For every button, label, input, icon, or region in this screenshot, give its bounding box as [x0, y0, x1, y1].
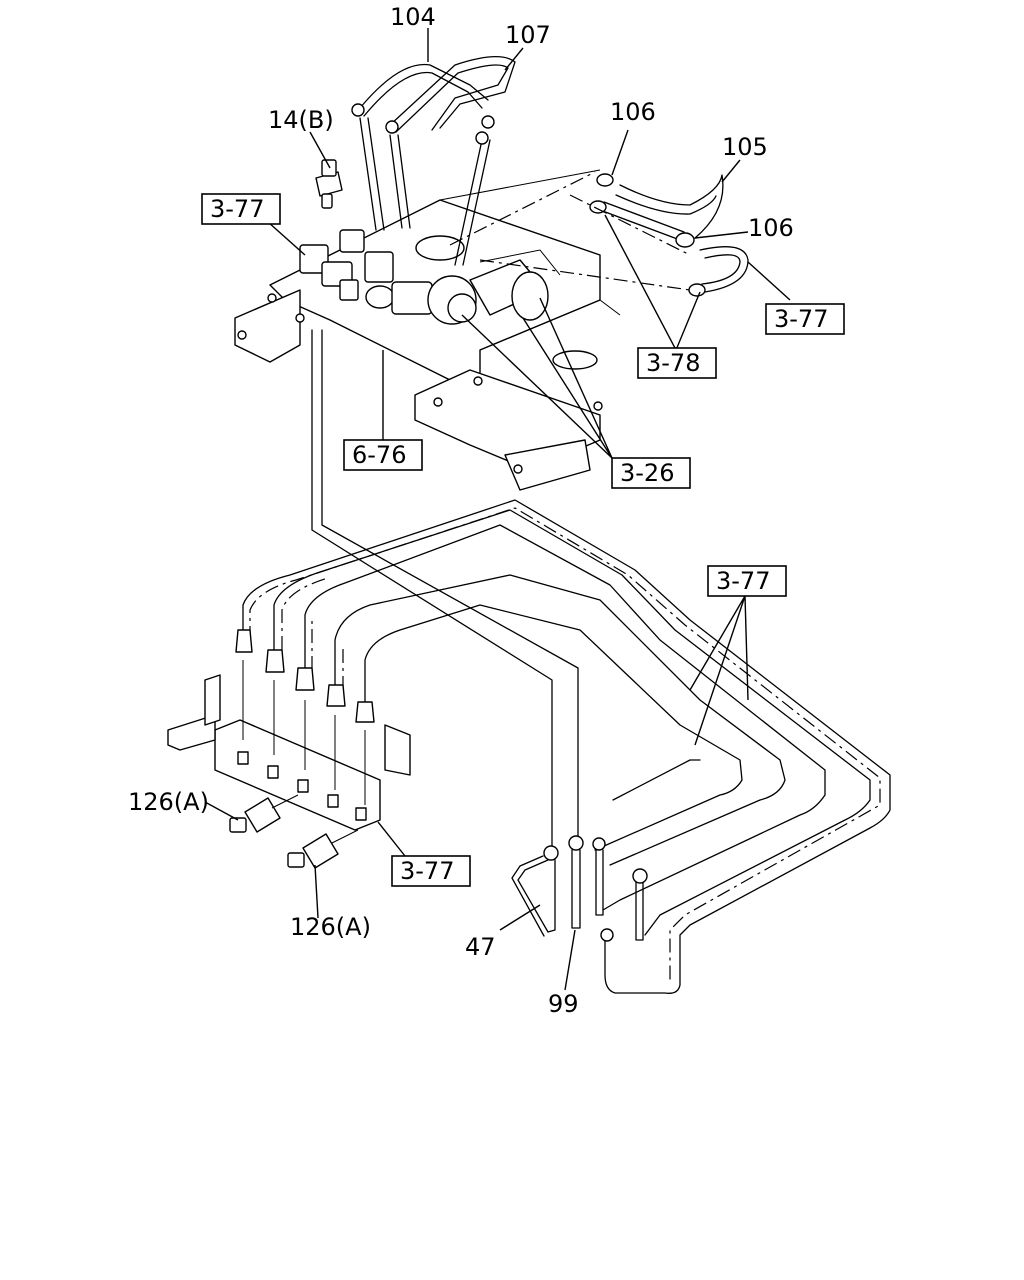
svg-text:3-77: 3-77 — [716, 567, 770, 595]
fitting-126a-1 — [229, 794, 299, 833]
label-104: 104 — [390, 3, 436, 31]
svg-text:3-77: 3-77 — [774, 305, 828, 333]
label-47: 47 — [465, 933, 496, 961]
svg-text:3-78: 3-78 — [646, 349, 700, 377]
upper-assembly — [234, 56, 749, 491]
leader-lines — [204, 28, 791, 991]
fitting-126a-2 — [287, 829, 359, 869]
svg-text:3-77: 3-77 — [210, 195, 264, 223]
label-105: 105 — [722, 133, 768, 161]
pipe-bundle — [235, 499, 891, 994]
svg-text:6-76: 6-76 — [352, 441, 406, 469]
label-106-right: 106 — [748, 214, 794, 242]
label-107: 107 — [505, 21, 551, 49]
label-99: 99 — [548, 990, 579, 1018]
label-126a-lower: 126(A) — [290, 913, 371, 941]
fitting-14b — [315, 159, 343, 209]
svg-text:3-26: 3-26 — [620, 459, 674, 487]
manifold-block — [167, 660, 411, 831]
ref-box-3-26[interactable]: 3-26 — [611, 457, 691, 489]
tubes-47-99 — [511, 835, 648, 942]
pump-motor — [365, 249, 561, 325]
label-106-top: 106 — [610, 98, 656, 126]
ref-box-3-77-top-left[interactable]: 3-77 — [201, 193, 281, 225]
ref-box-3-78[interactable]: 3-78 — [637, 347, 717, 379]
ref-box-3-77-top-right[interactable]: 3-77 — [765, 303, 845, 335]
ref-box-3-77-bottom[interactable]: 3-77 — [391, 855, 471, 887]
label-126a-upper: 126(A) — [128, 788, 209, 816]
label-14b: 14(B) — [268, 106, 334, 134]
svg-text:3-77: 3-77 — [400, 857, 454, 885]
ref-box-3-77-middle[interactable]: 3-77 — [707, 565, 787, 597]
ref-box-6-76[interactable]: 6-76 — [343, 439, 423, 471]
